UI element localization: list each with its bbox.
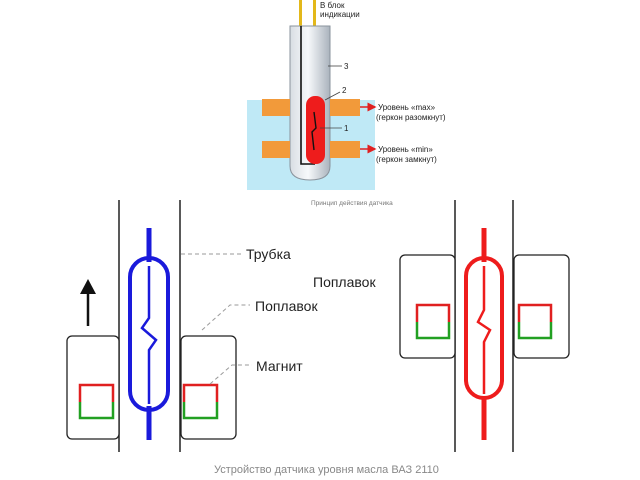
reed-switch-red: [306, 96, 325, 164]
reed-contact-blue: [140, 266, 158, 404]
top-caption: Принцип действия датчика: [311, 199, 393, 207]
callout-float: [201, 304, 250, 331]
float-min-left: [262, 141, 290, 158]
level-min-label-2: (геркон замкнут): [376, 155, 437, 164]
wire-right: [313, 0, 316, 26]
float-left-outer: [66, 335, 120, 440]
label-float-right: Поплавок: [313, 274, 376, 290]
magnet-right-red: [182, 383, 219, 402]
level-max-label-1: Уровень «max»: [378, 103, 436, 112]
level-max-label-2: (геркон разомкнут): [376, 113, 446, 122]
label-to-unit-2: индикации: [320, 10, 360, 19]
magnet-left-green-2: [415, 322, 451, 340]
part-number-1: 1: [344, 124, 349, 133]
reed-contact: [311, 111, 317, 151]
float-max-left: [262, 99, 290, 116]
reed-contact-red: [476, 266, 492, 394]
device-diagram-left: Трубка Поплавок Магнит: [66, 200, 318, 452]
part-number-2: 2: [342, 86, 347, 95]
magnet-left-green: [78, 402, 115, 420]
inner-lead: [300, 26, 315, 165]
level-min-label-1: Уровень «min»: [378, 145, 433, 154]
magnet-left-red: [78, 383, 115, 402]
float-min-right: [330, 141, 360, 158]
principle-diagram: В блок индикации 3 2 1 Уровень «max» (ге…: [247, 0, 446, 207]
label-float-left: Поплавок: [255, 298, 318, 314]
magnet-left-red-2: [415, 303, 451, 322]
label-magnet: Магнит: [256, 358, 303, 374]
device-diagram-right: Поплавок: [313, 200, 570, 452]
up-arrow-icon: [80, 279, 96, 294]
callout-2: [324, 91, 341, 101]
label-tube: Трубка: [246, 246, 291, 262]
part-number-3: 3: [344, 62, 349, 71]
float-left-outer-2: [399, 254, 456, 359]
float-right-outer-2: [513, 254, 570, 359]
float-max-right: [330, 99, 360, 116]
bottom-caption: Устройство датчика уровня масла ВАЗ 2110: [214, 464, 439, 476]
magnet-right-green-2: [517, 322, 553, 340]
wire-left: [299, 0, 302, 26]
magnet-right-red-2: [517, 303, 553, 322]
callout-magnet: [209, 364, 252, 385]
label-to-unit-1: В блок: [320, 1, 345, 10]
float-right-outer: [180, 335, 237, 440]
magnet-right-green: [182, 402, 219, 420]
